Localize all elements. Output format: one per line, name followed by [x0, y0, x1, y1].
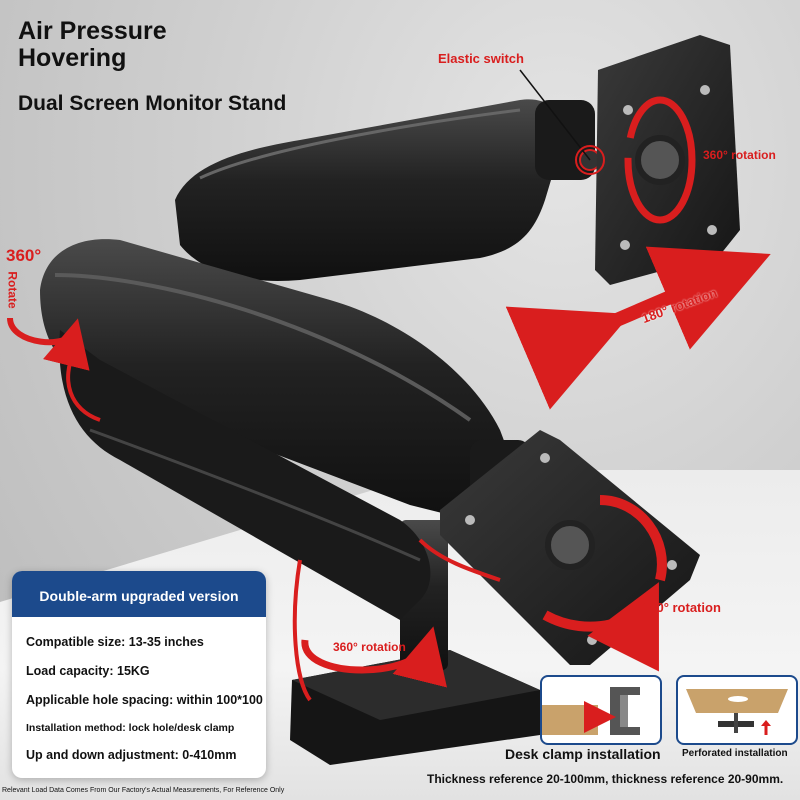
spec-height-adjustment: Up and down adjustment: 0-410mm — [26, 748, 237, 762]
elastic-switch-label: Elastic switch — [438, 51, 524, 66]
rotate-360-side-word: Rotate — [5, 271, 20, 309]
rotation-arrow-top — [624, 96, 696, 224]
rotation-arrow-bottom — [542, 495, 662, 627]
rotate-arrow-side — [7, 317, 90, 371]
upper-arm-bottom — [40, 239, 516, 521]
perforated-diagram — [686, 689, 788, 735]
rotation-180-bottom-label: 180° rotation — [642, 600, 721, 615]
rotation-360-base-label: 360° rotation — [333, 640, 406, 654]
spec-panel: Double-arm upgraded version Compatible s… — [12, 571, 266, 778]
spec-compatible-size: Compatible size: 13-35 inches — [26, 635, 204, 649]
spec-panel-heading: Double-arm upgraded version — [12, 571, 266, 617]
title-line-2: Hovering — [18, 44, 127, 72]
desk-clamp-diagram — [542, 687, 640, 735]
footnote: Relevant Load Data Comes From Our Factor… — [2, 787, 285, 794]
spec-load-capacity: Load capacity: 15KG — [26, 664, 150, 678]
elastic-switch-leader — [519, 69, 591, 161]
upper-arm-top — [175, 99, 564, 281]
lower-arm — [59, 330, 431, 620]
spec-installation-method: Installation method: lock hole/desk clam… — [26, 722, 235, 734]
desk-clamp-caption: Desk clamp installation — [505, 746, 661, 762]
tilt-arrow-top — [505, 246, 771, 410]
rotation-360-top-label: 360° rotation — [703, 148, 776, 162]
perforated-thumbnail — [676, 675, 798, 745]
title-line-1: Air Pressure — [18, 17, 167, 45]
desk-clamp-thumbnail — [540, 675, 662, 745]
product-subtitle: Dual Screen Monitor Stand — [18, 92, 287, 115]
rotation-arrow-base — [301, 626, 447, 688]
perforated-caption: Perforated installation — [682, 748, 788, 759]
product-title: Air Pressure Hovering — [18, 18, 167, 72]
thickness-note: Thickness reference 20-100mm, thickness … — [427, 772, 784, 786]
spec-hole-spacing: Applicable hole spacing: within 100*100 — [26, 693, 263, 707]
rotate-360-side-degree: 360° — [6, 246, 42, 265]
